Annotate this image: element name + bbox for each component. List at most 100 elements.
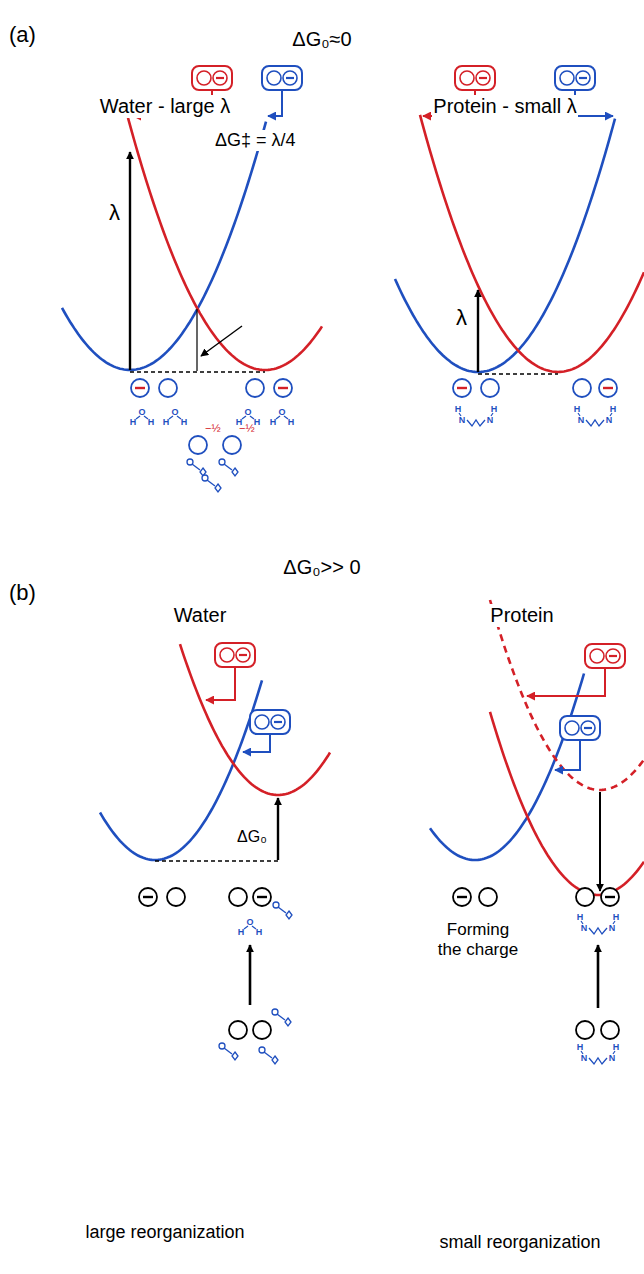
ion-circle (573, 379, 591, 397)
state-icon-box (555, 66, 595, 90)
minus-sign (609, 655, 617, 657)
ion-circle (189, 436, 207, 454)
ion-circle (267, 71, 281, 85)
ion-circle (476, 71, 490, 85)
atom-label: H (573, 404, 582, 414)
atom-label: N (580, 1053, 589, 1063)
ion-circle (460, 71, 474, 85)
minus-sign (457, 387, 467, 389)
state-pointer (268, 90, 282, 116)
ion-circle (479, 888, 497, 906)
text-label: small reorganization (438, 1232, 601, 1253)
minus-sign (584, 727, 592, 729)
atom-label: H (612, 1042, 621, 1052)
atom-label: O (243, 407, 252, 417)
atom-label: N (608, 923, 617, 933)
dipole-bond (224, 1048, 232, 1054)
energy-parabola (490, 600, 644, 790)
text-label: (b) (8, 580, 37, 605)
minus-sign (135, 387, 145, 389)
dipole-end (272, 1056, 278, 1064)
minus-sign (274, 721, 282, 723)
minus-sign (239, 654, 247, 656)
minus-sign (605, 896, 615, 898)
ion-circle (599, 379, 617, 397)
stabilization-arrow (599, 792, 601, 891)
atom-label: H (576, 912, 585, 922)
text-label: Water (173, 604, 228, 627)
minus-sign (603, 387, 613, 389)
atom-label: O (245, 917, 254, 927)
minus-sign (278, 387, 288, 389)
atom-label: H (576, 1042, 585, 1052)
state-pointer (527, 668, 605, 696)
chain-bond (589, 1058, 607, 1064)
atom-label: H (269, 417, 278, 427)
text-label: ΔG₀≈0 (291, 28, 352, 51)
dipole-end (215, 484, 221, 492)
state-pointer (206, 667, 235, 700)
lambda-arrow (129, 152, 131, 370)
state-icon-box (250, 710, 290, 734)
text-label: −½ (204, 422, 222, 435)
dipole-bond (278, 907, 286, 913)
text-label: large reorganization (84, 1222, 245, 1243)
atom-label: N (605, 415, 614, 425)
ion-circle (229, 888, 247, 906)
energy-parabola (490, 712, 644, 895)
minus-sign (479, 77, 487, 79)
atom-label: H (609, 404, 618, 414)
ion-circle (271, 715, 285, 729)
state-pointer (575, 90, 613, 116)
state-pointer (243, 734, 270, 752)
energy-parabola (62, 122, 266, 370)
atom-label: H (287, 417, 296, 427)
chain-bond (467, 420, 485, 426)
ion-circle (565, 721, 579, 735)
chain-bond (589, 928, 607, 934)
minus-sign (257, 896, 267, 898)
minus-sign (579, 77, 587, 79)
ion-circle (220, 648, 234, 662)
atom-label: N (486, 415, 495, 425)
crossing-marker (196, 309, 197, 371)
ion-circle (601, 1021, 619, 1039)
ion-circle (159, 379, 177, 397)
ion-circle (167, 888, 185, 906)
ion-circle (481, 379, 499, 397)
minus-sign (457, 896, 467, 898)
dipole-bond (277, 1014, 285, 1020)
ion-circle (560, 71, 574, 85)
pointer-arrow (201, 326, 242, 356)
ion-circle (601, 888, 619, 906)
ion-circle (223, 436, 241, 454)
atom-label: H (235, 417, 244, 427)
ion-circle (576, 1021, 594, 1039)
atom-label: O (170, 407, 179, 417)
ion-circle (139, 888, 157, 906)
ion-circle (283, 71, 297, 85)
ion-circle (213, 71, 227, 85)
atom-label: N (577, 415, 586, 425)
text-label: λ (455, 305, 468, 330)
ion-circle (253, 888, 271, 906)
baseline-dashed (155, 860, 278, 861)
text-label: (a) (8, 22, 37, 47)
state-icon-box (560, 716, 600, 740)
ion-circle (606, 649, 620, 663)
state-icon-box (585, 644, 625, 668)
lambda-arrow (477, 290, 479, 372)
atom-label: H (255, 927, 264, 937)
ion-circle (246, 379, 264, 397)
state-pointer (555, 740, 580, 770)
dipole-end (286, 911, 292, 919)
text-label: ΔG‡ = λ/4 (214, 130, 297, 151)
ion-circle (274, 379, 292, 397)
dipole-bond (192, 464, 200, 470)
ion-circle (453, 379, 471, 397)
baseline-dashed (130, 371, 265, 372)
reorganization-arrow (597, 945, 600, 1008)
atom-label: O (277, 407, 286, 417)
text-label: Water - large λ (99, 95, 231, 118)
